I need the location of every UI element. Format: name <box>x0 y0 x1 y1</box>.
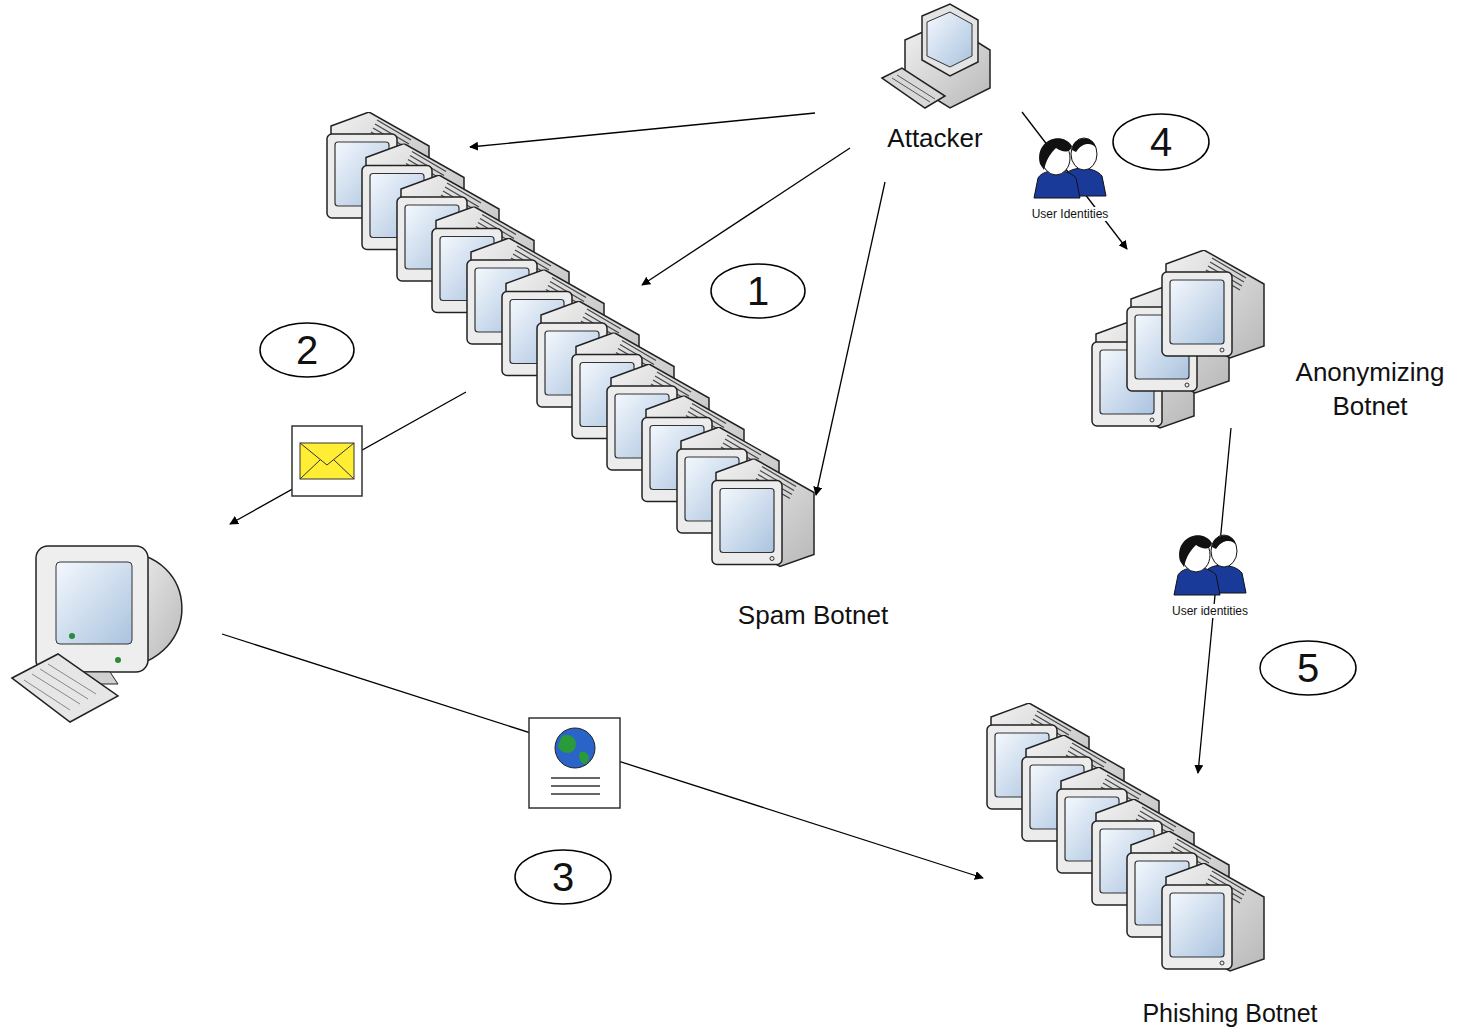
connector-arrow <box>1022 112 1127 249</box>
callout-number: 2 <box>296 328 318 372</box>
node-label: Spam Botnet <box>703 598 923 632</box>
callout-number: 1 <box>747 269 769 313</box>
botnet-group: Anonymizing Botnet <box>1085 245 1460 435</box>
connector-arrow <box>816 182 885 495</box>
node-label: Anonymizing Botnet <box>1281 355 1459 423</box>
callout-number: 5 <box>1297 646 1319 690</box>
icon-caption: User Identities <box>1031 207 1110 221</box>
callout-number: 4 <box>1150 120 1172 164</box>
node-label: Phishing Botnet <box>1110 996 1350 1030</box>
email-icon <box>292 426 362 496</box>
botnet-group: Spam Botnet <box>320 108 910 638</box>
icon-caption: User identities <box>1171 604 1249 618</box>
node-label: Attacker <box>860 121 1010 155</box>
callout-number: 3 <box>552 855 574 899</box>
botnet-group: Attacker <box>860 0 1020 160</box>
webpage-icon <box>529 718 620 808</box>
connector-arrow <box>1198 428 1231 773</box>
attacker-pc <box>882 4 990 108</box>
connector-arrow <box>470 113 815 147</box>
victim-computer <box>12 546 182 722</box>
botnet-group: Phishing Botnet <box>980 700 1340 1034</box>
